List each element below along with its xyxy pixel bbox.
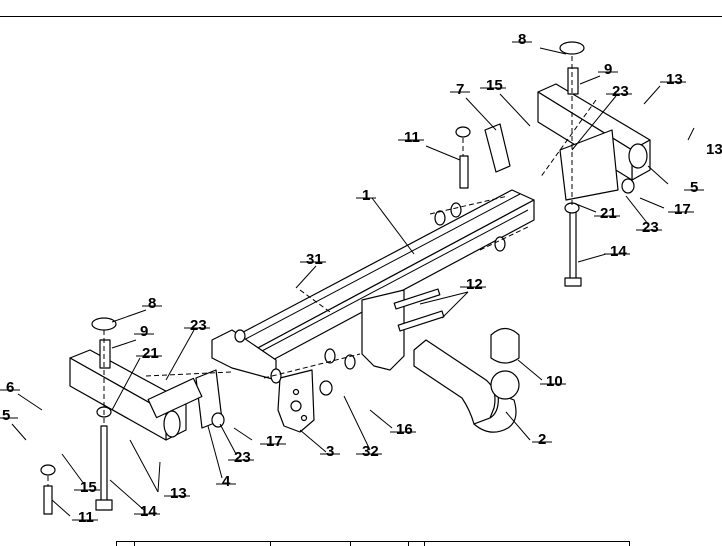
callout-5: 5 xyxy=(690,179,698,196)
callout-23: 23 xyxy=(234,449,251,466)
callout-10: 10 xyxy=(546,373,563,390)
tow-ball-neck xyxy=(413,327,520,433)
left-side-member xyxy=(69,349,203,441)
callout-21: 21 xyxy=(600,205,617,222)
title-block-divider xyxy=(134,542,135,546)
callout-6: 6 xyxy=(6,379,14,396)
title-block-divider xyxy=(350,542,351,546)
callout-15: 15 xyxy=(486,77,503,94)
callout-13: 13 xyxy=(170,485,187,502)
callout-21: 21 xyxy=(142,345,159,362)
callout-9: 9 xyxy=(604,61,612,78)
callout-32: 32 xyxy=(362,443,379,460)
callout-12: 12 xyxy=(466,276,483,293)
callout-1: 1 xyxy=(362,187,370,204)
callout-17: 17 xyxy=(266,433,283,450)
callout-labels: 1 2 3 4 5 5 6 7 8 8 9 9 10 11 11 12 13 1… xyxy=(2,31,722,526)
title-block-divider xyxy=(408,542,409,546)
callout-8: 8 xyxy=(148,295,156,312)
title-block-strip xyxy=(116,541,630,546)
callout-2: 2 xyxy=(538,431,546,448)
assembly-lines xyxy=(47,56,597,486)
callout-3: 3 xyxy=(326,443,334,460)
callout-11: 11 xyxy=(404,129,420,146)
ball-bracket xyxy=(277,289,405,433)
top-border-line xyxy=(0,16,722,17)
title-block-divider xyxy=(116,542,117,546)
callout-14: 14 xyxy=(140,503,157,520)
title-block-divider xyxy=(424,542,425,546)
callout-8: 8 xyxy=(518,31,526,48)
callout-4: 4 xyxy=(222,473,231,490)
callout-23: 23 xyxy=(190,317,207,334)
callout-23: 23 xyxy=(612,83,629,100)
callout-9: 9 xyxy=(140,323,148,340)
title-block-divider xyxy=(270,542,271,546)
callout-13: 13 xyxy=(706,141,722,158)
callout-31: 31 xyxy=(306,251,323,268)
callout-7: 7 xyxy=(456,81,464,98)
callout-17: 17 xyxy=(674,201,691,218)
callout-14: 14 xyxy=(610,243,627,260)
leader-lines xyxy=(11,47,695,517)
label-underlines xyxy=(0,41,704,521)
callout-16: 16 xyxy=(396,421,413,438)
callout-15: 15 xyxy=(80,479,97,496)
title-block-divider xyxy=(629,542,630,546)
callout-23: 23 xyxy=(642,219,659,236)
callout-13: 13 xyxy=(666,71,683,88)
callout-5: 5 xyxy=(2,407,10,424)
callout-11: 11 xyxy=(78,509,94,526)
